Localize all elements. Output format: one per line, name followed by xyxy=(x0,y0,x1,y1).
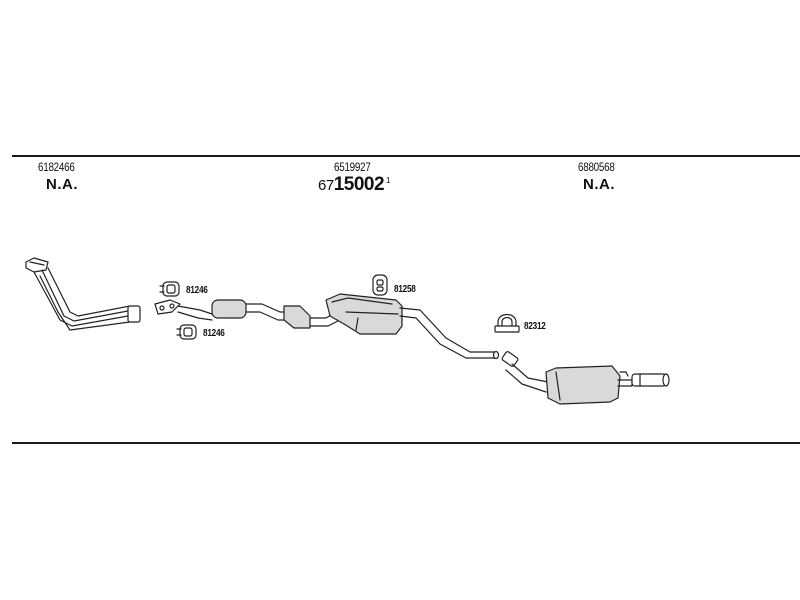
mount-upper-icon xyxy=(159,281,180,297)
rubber-hanger-icon xyxy=(372,274,388,296)
top-divider-line xyxy=(12,155,800,157)
front-pipe xyxy=(25,257,141,331)
rubber-hanger-label: 81258 xyxy=(394,284,416,295)
middle-section-part-number: 6519927 xyxy=(334,160,371,174)
middle-section-code-prefix: 67 xyxy=(318,177,334,194)
middle-section-code-sup: 1 xyxy=(386,175,390,185)
rear-silencer xyxy=(501,351,670,405)
rear-silencer-part-number: 6880568 xyxy=(578,160,615,174)
intermediate-pipe xyxy=(177,299,341,329)
mount-lower-icon xyxy=(176,324,197,340)
clamp-label: 82312 xyxy=(524,321,546,332)
rear-silencer-status: N.A. xyxy=(583,176,615,193)
mount-upper-label: 81246 xyxy=(186,285,208,296)
clamp-icon xyxy=(494,313,520,333)
front-pipe-status: N.A. xyxy=(46,176,78,193)
front-pipe-part-number: 6182466 xyxy=(38,160,75,174)
middle-section-code-main: 15002 xyxy=(333,174,385,195)
flange-gasket xyxy=(154,299,181,315)
middle-tail-pipe xyxy=(399,307,500,360)
middle-silencer xyxy=(325,293,403,335)
mount-lower-label: 81246 xyxy=(203,328,225,339)
bottom-divider-line xyxy=(12,442,800,444)
